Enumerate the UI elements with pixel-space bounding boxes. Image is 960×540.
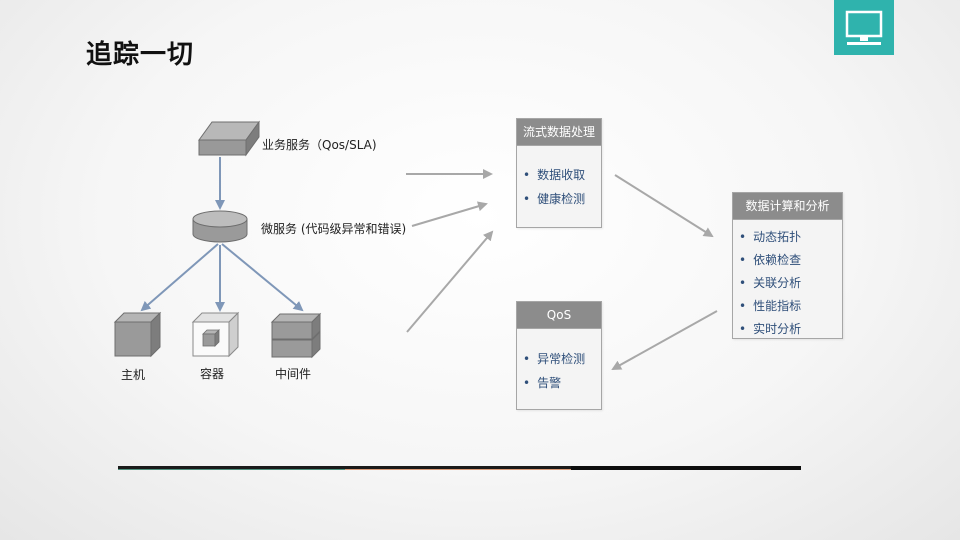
container-icon (191, 311, 240, 358)
list-item: •异常检测 (523, 352, 586, 366)
service-server-icon (198, 120, 260, 157)
list-item: •动态拓扑 (739, 230, 802, 244)
middleware-icon (270, 312, 322, 359)
container-label: 容器 (200, 367, 225, 381)
service-label: 业务服务（Qos/SLA) (262, 138, 377, 152)
qos-box: QoS •异常检测 •告警 (516, 301, 602, 410)
stream-processing-box: 流式数据处理 •数据收取 •健康检测 (516, 118, 602, 228)
list-item: •性能指标 (739, 299, 802, 313)
host-label: 主机 (121, 368, 146, 382)
database-icon (192, 210, 248, 243)
microservice-label: 微服务 (代码级异常和错误) (261, 222, 407, 236)
qos-title: QoS (517, 302, 601, 329)
divider-right (571, 466, 801, 470)
host-icon (113, 311, 162, 358)
list-item: •关联分析 (739, 276, 802, 290)
monitor-icon (834, 0, 894, 55)
arrow-micro-to-host (140, 243, 219, 312)
arrow-hosts-to-stream (406, 230, 494, 333)
compute-analysis-title: 数据计算和分析 (733, 193, 842, 220)
compute-analysis-box: 数据计算和分析 •动态拓扑 •依赖检查 •关联分析 •性能指标 •实时分析 (732, 192, 843, 339)
list-item: •健康检测 (523, 192, 586, 206)
stream-processing-title: 流式数据处理 (517, 119, 601, 146)
arrow-compute-to-qos (611, 310, 718, 370)
arrow-micro-to-middleware (221, 243, 304, 312)
divider-left (118, 466, 345, 470)
list-item: •数据收取 (523, 168, 586, 182)
divider-middle (345, 466, 571, 470)
list-item: •告警 (523, 376, 562, 390)
arrow-stream-to-compute (614, 174, 714, 238)
middleware-label: 中间件 (275, 367, 312, 381)
arrow-micro-to-stream (411, 201, 488, 227)
list-item: •依赖检查 (739, 253, 802, 267)
list-item: •实时分析 (739, 322, 802, 336)
page-title: 追踪一切 (86, 40, 195, 70)
